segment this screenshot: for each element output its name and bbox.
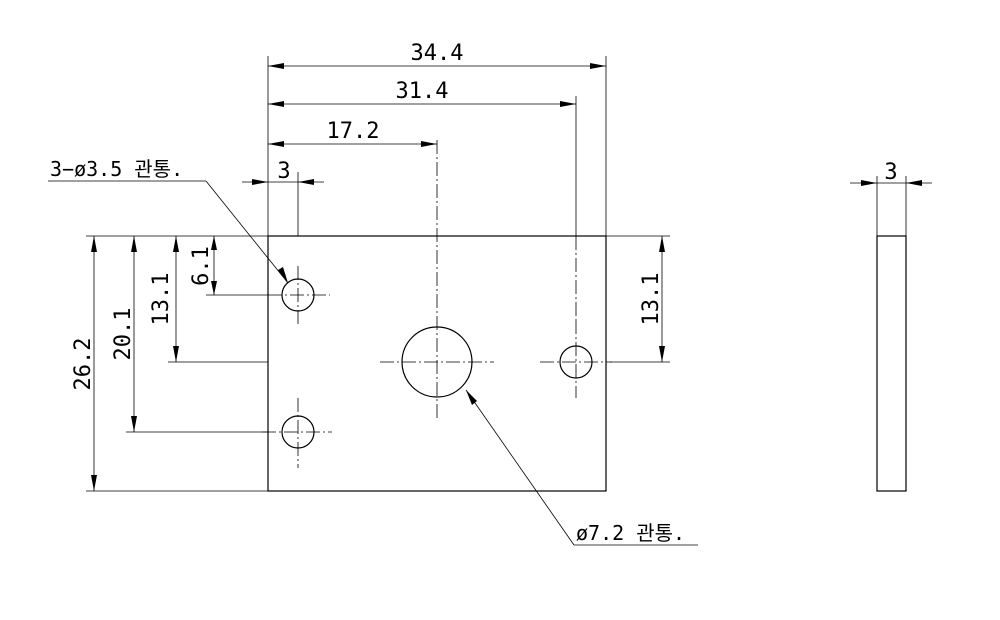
note-small-holes: 3−ø3.5 관통. xyxy=(50,157,183,181)
dim-left-bottom-hole: 20.1 xyxy=(111,236,137,432)
dim-label-20-1: 20.1 xyxy=(111,308,136,361)
leader-small-holes: 3−ø3.5 관통. xyxy=(48,157,289,284)
hole-top-left xyxy=(268,266,330,326)
dim-label-31-4: 31.4 xyxy=(396,79,449,104)
dim-label-13-1-left: 13.1 xyxy=(149,273,174,326)
note-large-hole: ø7.2 관통. xyxy=(576,521,685,545)
side-view-outline xyxy=(876,235,907,492)
dim-top-center-hole: 17.2 xyxy=(268,119,437,147)
dim-top-right-hole: 31.4 xyxy=(268,79,576,107)
dim-label-6-1: 6.1 xyxy=(189,246,214,286)
dim-top-overall: 34.4 xyxy=(268,41,606,69)
dim-left-center: 13.1 xyxy=(149,236,179,362)
dim-side-thickness: 3 xyxy=(850,160,932,186)
dim-right-center: 13.1 xyxy=(639,236,665,362)
leader-large-hole: ø7.2 관통. xyxy=(465,389,698,546)
dim-label-17-2: 17.2 xyxy=(327,119,380,144)
dim-left-overall: 26.2 xyxy=(71,236,97,491)
dim-label-26-2: 26.2 xyxy=(71,338,96,391)
dim-label-34-4: 34.4 xyxy=(411,41,464,66)
dim-top-left-hole: 3 xyxy=(242,159,324,185)
hole-right xyxy=(540,320,612,398)
dim-label-3-front: 3 xyxy=(277,159,290,184)
dim-label-13-1-right: 13.1 xyxy=(639,273,664,326)
dim-left-top-hole: 6.1 xyxy=(189,236,217,295)
hole-bottom-left xyxy=(262,398,332,468)
dim-label-3-side: 3 xyxy=(884,160,897,185)
hole-center-large xyxy=(380,140,494,418)
